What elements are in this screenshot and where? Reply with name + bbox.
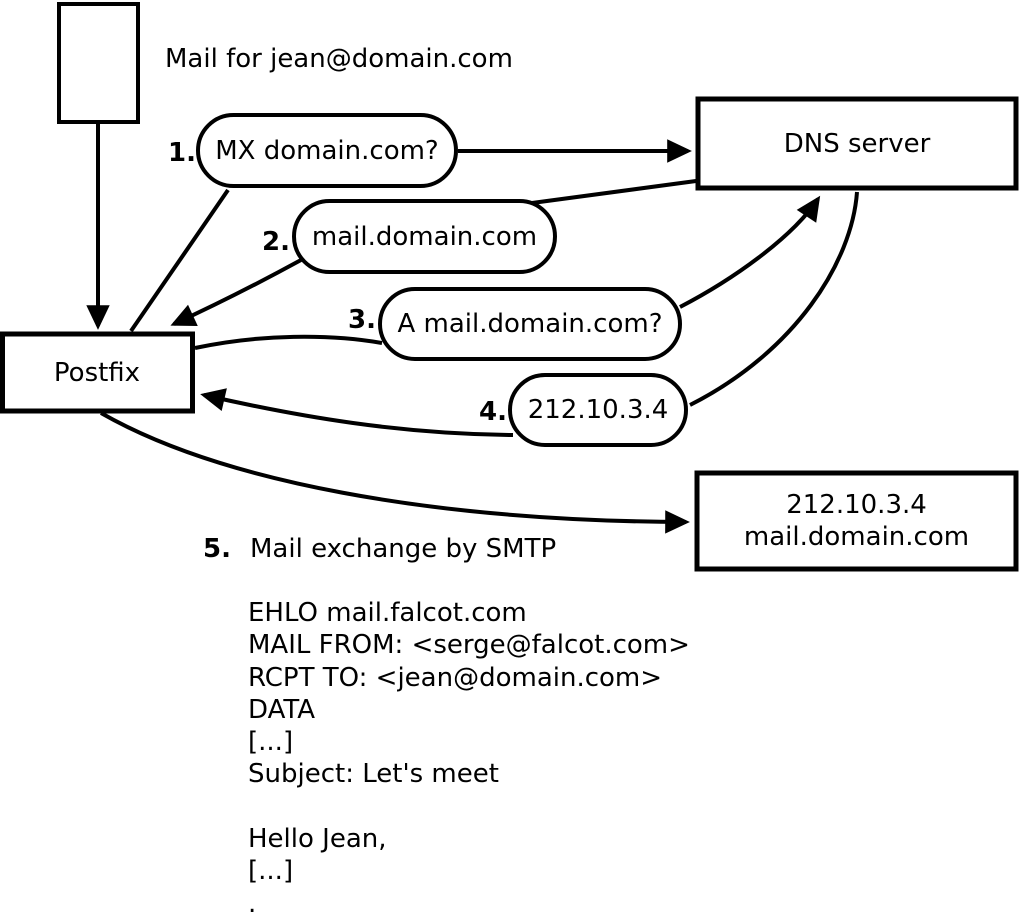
bubble-answer-mx-label: mail.domain.com [311, 221, 538, 252]
smtp-line: Subject: Let's meet [248, 759, 499, 790]
bubble-answer-a [508, 373, 688, 447]
mail-server-hostname: mail.domain.com [743, 522, 970, 552]
smtp-line: Hello Jean, [248, 824, 387, 855]
bubble-answer-mx [292, 199, 557, 274]
line-dns-to-answer-a [689, 191, 859, 407]
bubble-query-mx-label: MX domain.com? [215, 135, 439, 166]
bubble-answer-a-label: 212.10.3.4 [527, 395, 669, 425]
step-number-1: 1. [168, 138, 196, 168]
step-number-3: 3. [348, 305, 376, 335]
smtp-line: [...] [248, 856, 294, 887]
smtp-line: RCPT TO: <jean@domain.com> [248, 662, 663, 693]
line-dns-to-answer-mx [531, 179, 697, 205]
arrow-postfix-to-mail-server [100, 411, 690, 534]
dns-server-label: DNS server [783, 128, 931, 159]
line-postfix-to-query-a [194, 334, 383, 350]
arrow-answer-a-to-postfix [200, 388, 514, 437]
mail-server-label: 212.10.3.4 mail.domain.com [697, 473, 1016, 569]
arrow-answer-mx-to-postfix [170, 258, 302, 326]
mail-server-ip: 212.10.3.4 [786, 490, 927, 520]
step-number-2: 2. [262, 227, 290, 257]
smtp-line: MAIL FROM: <serge@falcot.com> [248, 630, 690, 661]
mail-server-node [694, 470, 1019, 572]
line-postfix-to-query-mx [129, 188, 230, 333]
step-number-4: 4. [479, 397, 507, 427]
step-number-5: 5. [203, 534, 231, 564]
dns-server-node [695, 96, 1019, 191]
step5-caption: Mail exchange by SMTP [250, 534, 557, 564]
smtp-line: [...] [248, 727, 294, 758]
bubble-query-a [378, 287, 682, 361]
arrow-query-a-to-dns [679, 195, 821, 309]
postfix-node [0, 331, 195, 414]
bubble-query-mx [196, 113, 458, 188]
smtp-line: DATA [248, 694, 315, 725]
smtp-line [248, 791, 690, 823]
postfix-label: Postfix [53, 357, 141, 388]
mail-note: Mail for jean@domain.com [165, 44, 513, 74]
smtp-line: EHLO mail.falcot.com [248, 598, 527, 628]
bubble-query-a-label: A mail.domain.com? [397, 309, 663, 339]
smtp-session-transcript: EHLO mail.falcot.com MAIL FROM: <serge@f… [248, 597, 690, 919]
mail-document-node [57, 2, 140, 124]
smtp-line: . [248, 888, 257, 919]
